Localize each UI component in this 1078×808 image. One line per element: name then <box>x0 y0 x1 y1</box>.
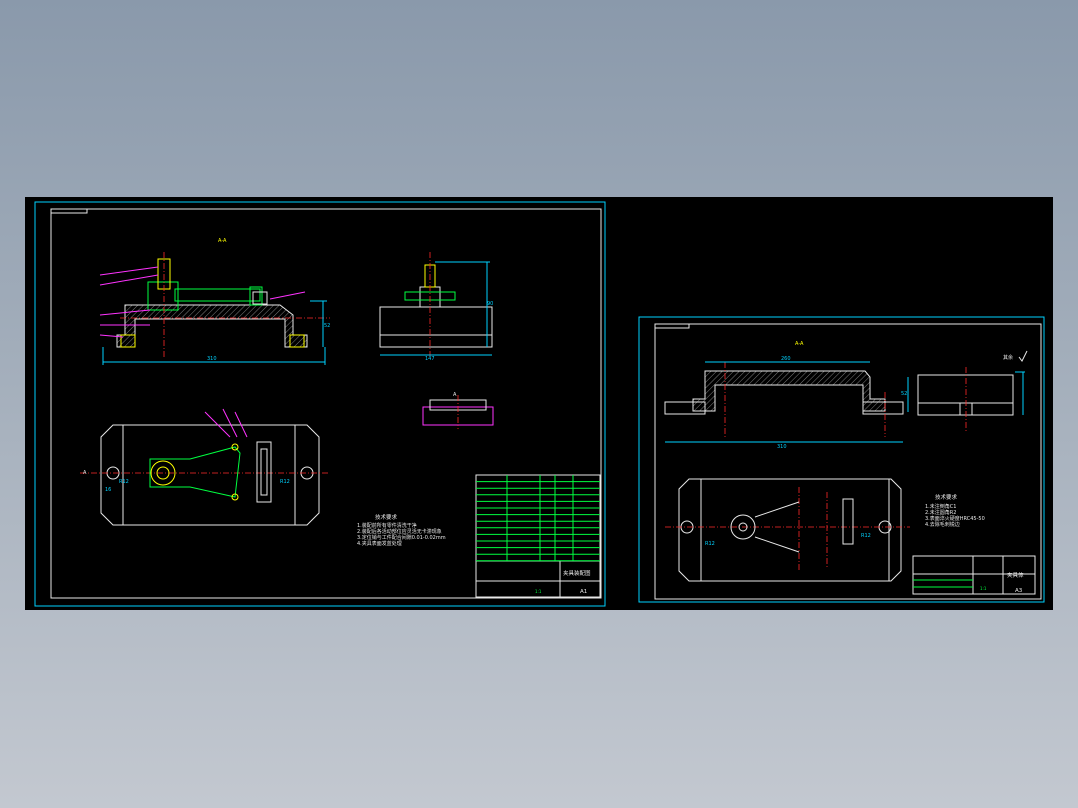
sheet2-front-bottom-dim: 310 <box>777 444 787 450</box>
sheet1-title-name: 夹具装配图 <box>563 569 591 577</box>
sheet1-note-4: 4.夹具表面发蓝处理 <box>357 540 402 547</box>
sheet2-note-3: 3.表面淬火硬度HRC45-50 <box>925 515 985 522</box>
sheet2-title-block: 夹具体 1:1 A3 <box>912 555 1036 595</box>
sheet2-title-sheet: A3 <box>1015 588 1023 594</box>
sheet2-hole-label-left: R12 <box>705 541 715 547</box>
sheet1-detail-view: A <box>422 392 494 429</box>
sheet2-plan-view: R12 R12 <box>665 478 910 582</box>
sheet2-outer-border <box>638 316 1045 603</box>
cad-model-space[interactable]: A-A 310 52 <box>25 197 1053 610</box>
sheet1-corner-tag <box>50 208 88 214</box>
svg-text:A: A <box>453 392 457 398</box>
sheet2-title-scale: 1:1 <box>980 586 987 591</box>
drawing-sheet-2[interactable]: A-A 其余 260 310 52 <box>638 316 1045 603</box>
sheet2-inner-border <box>654 323 1042 600</box>
sheet2-note-1: 1.未注倒角C1 <box>925 503 956 510</box>
sheet2-hole-label-right: R12 <box>861 533 871 539</box>
sheet2-section-label: A-A <box>795 341 804 347</box>
sheet1-hole-label-left: R12 <box>119 479 129 485</box>
sheet1-hole-label-right: R12 <box>280 479 290 485</box>
sheet1-front-height-dim: 52 <box>324 323 330 329</box>
sheet2-front-view: 260 310 52 <box>664 356 909 450</box>
sheet1-side-width-dim: 147 <box>425 356 435 362</box>
sheet1-title-block: 夹具装配图 1:1 A1 <box>475 474 601 598</box>
sheet1-inner-border <box>50 208 602 599</box>
sheet1-plan-label-a: A <box>83 470 87 476</box>
drawing-sheet-1[interactable]: A-A 310 52 <box>34 201 606 607</box>
sheet1-plan-label-b: 16 <box>105 487 111 493</box>
sheet2-side-view <box>917 367 1025 432</box>
sheet2-front-top-dim: 260 <box>781 356 791 362</box>
sheet1-section-label: A-A <box>218 238 227 244</box>
sheet2-corner-tag <box>654 323 690 329</box>
sheet1-title-scale: 1:1 <box>535 589 542 594</box>
sheet2-title-name: 夹具体 <box>1007 571 1024 579</box>
sheet1-front-view: 310 52 <box>99 252 330 365</box>
sheet1-side-height-dim: 90 <box>487 301 493 307</box>
sheet1-notes-title: 技术要求 <box>375 513 398 521</box>
sheet1-outer-border <box>34 201 606 607</box>
sheet1-note-1: 1.装配前所有零件清洗干净 <box>357 522 417 529</box>
sheet1-plan-view: A 16 R12 R12 <box>80 408 330 526</box>
sheet1-technical-notes: 技术要求 1.装配前所有零件清洗干净 2.装配后各活动部位应灵活无卡滞现象 3.… <box>357 513 446 547</box>
sheet2-notes-title: 技术要求 <box>935 493 958 501</box>
sheet2-note-2: 2.未注圆角R2 <box>925 509 956 516</box>
sheet2-roughness: 其余 <box>1003 354 1013 361</box>
sheet1-note-2: 2.装配后各活动部位应灵活无卡滞现象 <box>357 528 442 535</box>
sheet1-note-3: 3.定位销与工件配合间隙0.01-0.02mm <box>357 534 446 541</box>
sheet2-note-4: 4.去除毛刺锐边 <box>925 521 960 528</box>
sheet2-technical-notes: 技术要求 1.未注倒角C1 2.未注圆角R2 3.表面淬火硬度HRC45-50 … <box>925 493 985 528</box>
sheet2-front-side-dim: 52 <box>901 391 907 397</box>
sheet1-title-sheet: A1 <box>580 589 587 595</box>
sheet1-front-width-dim: 310 <box>207 356 217 362</box>
sheet1-side-view: 90 147 <box>379 252 493 362</box>
